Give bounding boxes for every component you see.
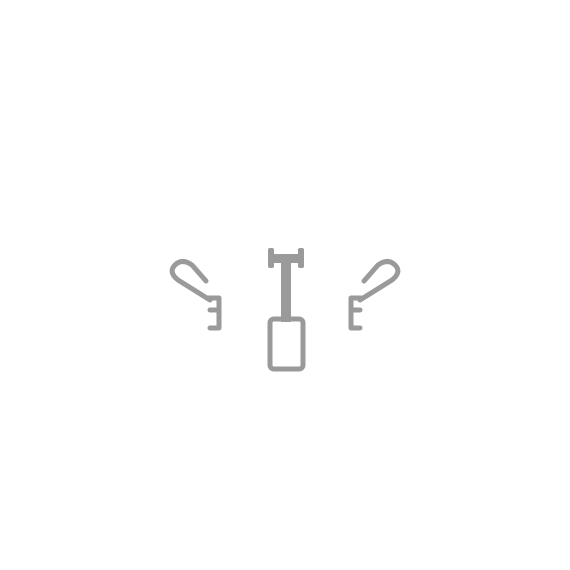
curtain-hook-left-icon [169, 259, 222, 331]
curtain-glider-runner-icon [267, 248, 306, 372]
curtain-hook-right-icon [348, 259, 401, 331]
